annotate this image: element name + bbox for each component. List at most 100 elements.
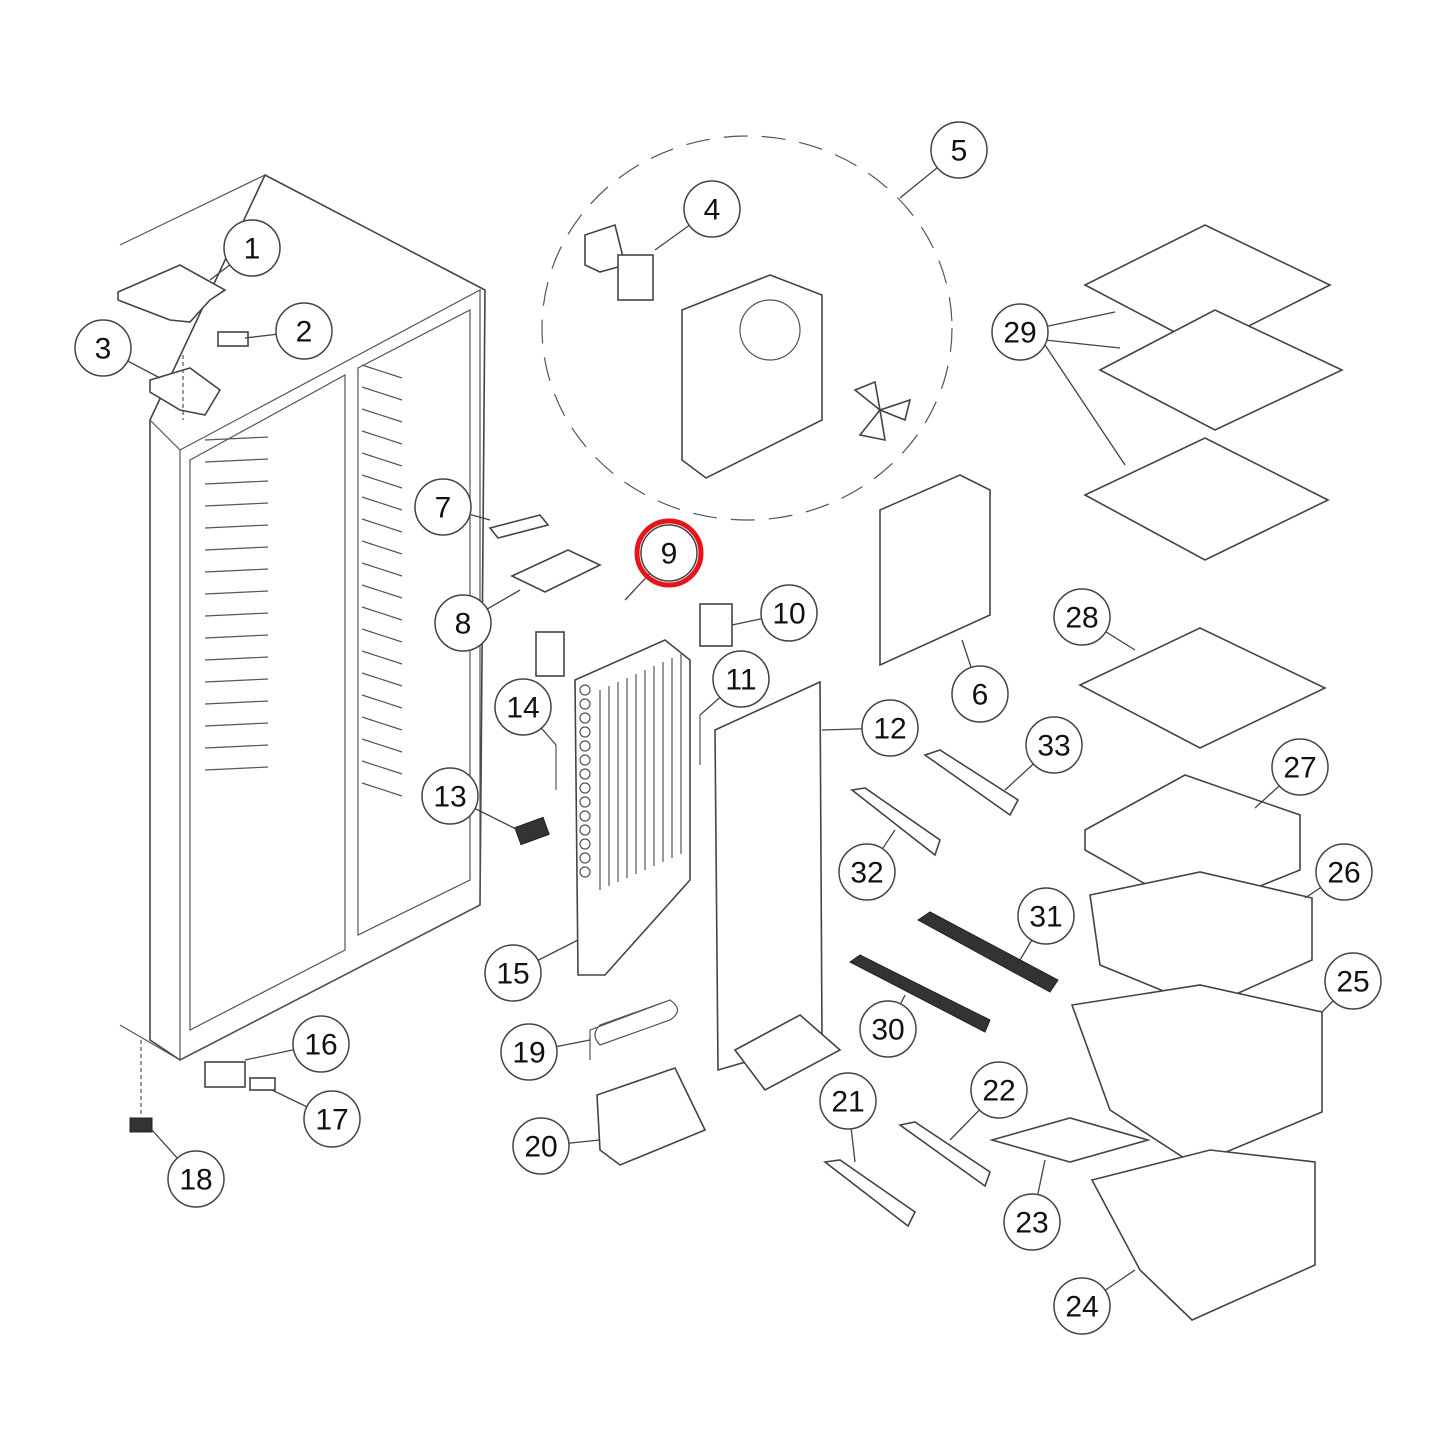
callout-22[interactable]: 22 bbox=[970, 1061, 1028, 1119]
callout-24[interactable]: 24 bbox=[1053, 1277, 1111, 1335]
callout-31[interactable]: 31 bbox=[1017, 887, 1075, 945]
part-17 bbox=[249, 1077, 276, 1091]
callout-18[interactable]: 18 bbox=[167, 1150, 225, 1208]
part-12-panel bbox=[714, 680, 823, 1072]
callout-circle bbox=[512, 1117, 570, 1175]
callout-label: 2 bbox=[296, 316, 313, 349]
callout-7[interactable]: 7 bbox=[414, 478, 472, 536]
part-23-cover bbox=[989, 1117, 1151, 1163]
part-19-heater bbox=[589, 999, 679, 1060]
part-1-cover bbox=[117, 264, 227, 323]
callout-label: 14 bbox=[506, 692, 539, 725]
callout-5[interactable]: 5 bbox=[930, 121, 988, 179]
callout-circle bbox=[930, 121, 988, 179]
callout-circle bbox=[421, 767, 479, 825]
callout-label: 20 bbox=[524, 1131, 557, 1164]
callout-circle bbox=[484, 944, 542, 1002]
callout-4[interactable]: 4 bbox=[683, 180, 741, 238]
cabinet-rails bbox=[204, 364, 403, 797]
callout-circle bbox=[819, 1072, 877, 1130]
part-22-rail bbox=[898, 1121, 991, 1188]
callout-33[interactable]: 33 bbox=[1025, 716, 1083, 774]
callout-circle bbox=[1025, 716, 1083, 774]
callout-30[interactable]: 30 bbox=[859, 1000, 917, 1058]
callout-label: 4 bbox=[704, 194, 721, 227]
callout-label: 26 bbox=[1327, 857, 1360, 890]
callout-circle bbox=[414, 478, 472, 536]
part-31-rail bbox=[917, 911, 1059, 993]
part-33-rail bbox=[923, 749, 1020, 817]
part-25-drawer bbox=[1070, 984, 1323, 1166]
callout-19[interactable]: 19 bbox=[500, 1023, 558, 1081]
callout-27[interactable]: 27 bbox=[1271, 738, 1329, 796]
callout-2[interactable]: 2 bbox=[275, 302, 333, 360]
fan-assembly-boundary bbox=[541, 135, 953, 521]
callout-label: 33 bbox=[1037, 730, 1070, 763]
callout-circle bbox=[838, 843, 896, 901]
highlight-ring bbox=[634, 518, 704, 588]
fan-housing bbox=[681, 274, 823, 479]
callout-label: 24 bbox=[1065, 1291, 1098, 1324]
callout-circle bbox=[1271, 738, 1329, 796]
part-24-drawer bbox=[1090, 1149, 1316, 1321]
callout-circle bbox=[74, 319, 132, 377]
callout-label: 32 bbox=[850, 857, 883, 890]
callout-circle bbox=[494, 678, 552, 736]
part-32-rail bbox=[850, 787, 941, 857]
callout-15[interactable]: 15 bbox=[484, 944, 542, 1002]
part-21-rail bbox=[822, 1159, 917, 1228]
callout-16[interactable]: 16 bbox=[292, 1015, 350, 1073]
callout-label: 12 bbox=[873, 713, 906, 746]
callout-circle bbox=[303, 1090, 361, 1148]
callout-8[interactable]: 8 bbox=[434, 594, 492, 652]
callout-circle bbox=[1315, 843, 1373, 901]
callout-21[interactable]: 21 bbox=[819, 1072, 877, 1130]
callout-label: 1 bbox=[244, 233, 261, 266]
callout-17[interactable]: 17 bbox=[303, 1090, 361, 1148]
callout-label: 29 bbox=[1003, 317, 1036, 350]
callout-circle bbox=[859, 1000, 917, 1058]
callout-6[interactable]: 6 bbox=[951, 665, 1009, 723]
callout-circle bbox=[500, 1023, 558, 1081]
part-18-foot bbox=[129, 1117, 153, 1133]
callout-circle bbox=[760, 584, 818, 642]
callout-circle bbox=[1053, 588, 1111, 646]
fan-blade bbox=[853, 380, 912, 442]
callout-28[interactable]: 28 bbox=[1053, 588, 1111, 646]
part-16 bbox=[204, 1061, 246, 1088]
callout-label: 15 bbox=[496, 958, 529, 991]
callout-label: 7 bbox=[435, 492, 452, 525]
callout-circle bbox=[1053, 1277, 1111, 1335]
callout-label: 5 bbox=[951, 135, 968, 168]
callout-9[interactable]: 9 bbox=[634, 518, 704, 588]
callout-circle bbox=[951, 665, 1009, 723]
callout-12[interactable]: 12 bbox=[861, 699, 919, 757]
callout-label: 23 bbox=[1015, 1207, 1048, 1240]
callout-11[interactable]: 11 bbox=[712, 650, 770, 708]
callout-29[interactable]: 29 bbox=[991, 303, 1049, 361]
part-7 bbox=[488, 514, 550, 539]
callout-23[interactable]: 23 bbox=[1003, 1193, 1061, 1251]
cabinet-part bbox=[119, 173, 486, 1061]
callout-10[interactable]: 10 bbox=[760, 584, 818, 642]
callout-1[interactable]: 1 bbox=[223, 219, 281, 277]
part-4-fan-motor bbox=[584, 223, 626, 273]
callout-label: 21 bbox=[831, 1086, 864, 1119]
callout-32[interactable]: 32 bbox=[838, 843, 896, 901]
callout-label: 9 bbox=[661, 538, 678, 571]
callout-label: 30 bbox=[871, 1014, 904, 1047]
part-30-rail bbox=[849, 954, 991, 1033]
part-8 bbox=[510, 549, 602, 593]
callout-20[interactable]: 20 bbox=[512, 1117, 570, 1175]
callout-25[interactable]: 25 bbox=[1324, 952, 1382, 1010]
callout-circle bbox=[970, 1061, 1028, 1119]
callout-13[interactable]: 13 bbox=[421, 767, 479, 825]
part-27-ice-tray bbox=[1084, 774, 1301, 913]
callout-3[interactable]: 3 bbox=[74, 319, 132, 377]
callout-14[interactable]: 14 bbox=[494, 678, 552, 736]
callout-26[interactable]: 26 bbox=[1315, 843, 1373, 901]
callout-label: 13 bbox=[433, 781, 466, 814]
callout-circle bbox=[223, 219, 281, 277]
callout-circle bbox=[292, 1015, 350, 1073]
